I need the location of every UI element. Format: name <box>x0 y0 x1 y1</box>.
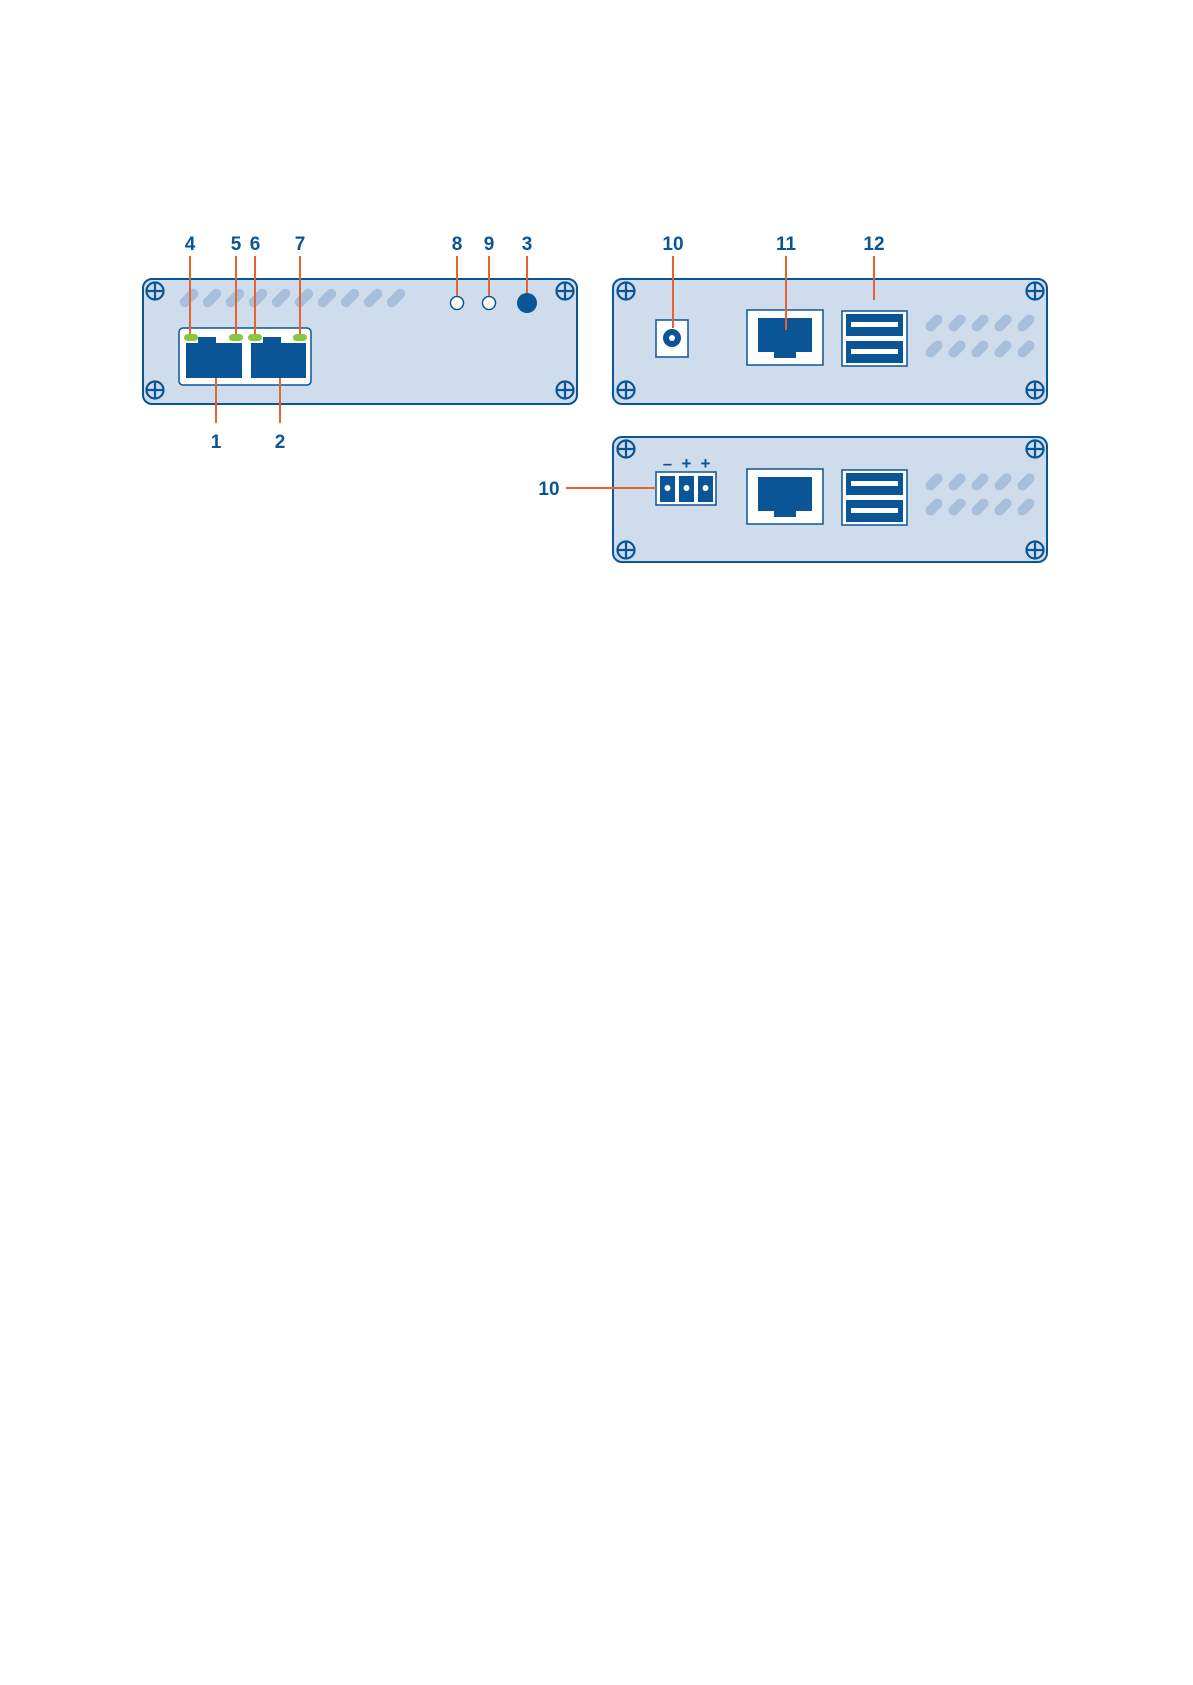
callout-3: 3 <box>522 234 533 255</box>
screw-icon <box>618 542 635 559</box>
rear-panel-dc: 10 11 12 <box>613 234 1047 404</box>
status-led-8 <box>451 297 464 310</box>
usb-slot <box>851 322 898 327</box>
callout-10-terminal: 10 <box>538 479 559 500</box>
callout-2: 2 <box>275 432 286 453</box>
activity-led-7 <box>293 334 307 341</box>
screw-icon <box>618 283 635 300</box>
callout-4: 4 <box>185 234 196 255</box>
callout-5: 5 <box>231 234 242 255</box>
link-led-4 <box>184 334 198 341</box>
screw-icon <box>1027 441 1044 458</box>
screw-icon <box>557 283 574 300</box>
status-led-9 <box>483 297 496 310</box>
screw-icon <box>557 382 574 399</box>
screw-icon <box>618 441 635 458</box>
callout-6: 6 <box>250 234 261 255</box>
screw-icon <box>147 283 164 300</box>
callout-10: 10 <box>662 234 683 255</box>
usb-slot <box>851 349 898 354</box>
rj45-icon[interactable] <box>758 477 812 517</box>
terminal-sign-plus-2: + <box>701 454 711 473</box>
screw-icon <box>147 382 164 399</box>
reset-button-3[interactable] <box>517 293 537 313</box>
callout-1: 1 <box>211 432 222 453</box>
link-led-6 <box>248 334 262 341</box>
screw-icon <box>1027 382 1044 399</box>
callout-7: 7 <box>295 234 306 255</box>
screw-icon <box>1027 542 1044 559</box>
terminal-sign-plus-1: + <box>682 454 692 473</box>
front-panel: 4 5 6 7 8 9 3 1 2 <box>143 234 577 453</box>
callout-12: 12 <box>863 234 884 255</box>
terminal-sign-minus: – <box>663 454 672 473</box>
callout-11: 11 <box>776 234 797 255</box>
activity-led-5 <box>229 334 243 341</box>
dc-jack-pin <box>669 335 675 341</box>
lan-port-1[interactable] <box>186 337 242 378</box>
usb-slot <box>851 481 898 486</box>
lan-port-2[interactable] <box>251 337 306 378</box>
callout-9: 9 <box>484 234 495 255</box>
rear-panel-terminal: – + + 10 <box>538 437 1047 562</box>
screw-icon <box>1027 283 1044 300</box>
usb-slot <box>851 508 898 513</box>
callout-8: 8 <box>452 234 463 255</box>
screw-icon <box>618 382 635 399</box>
